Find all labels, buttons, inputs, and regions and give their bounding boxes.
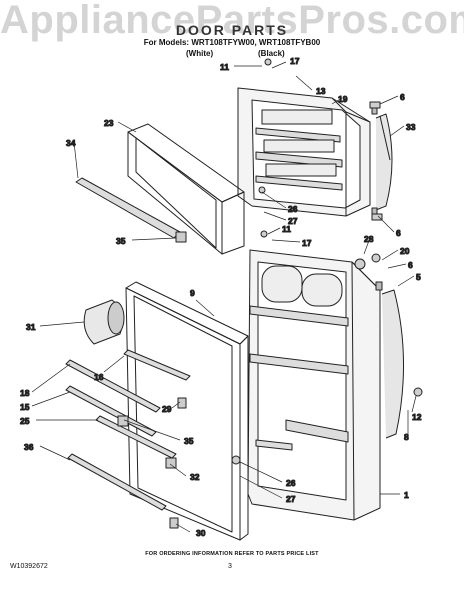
fresh-food-door: [247, 249, 381, 521]
callout-labels: 11 17 13 19 6 33 23 34 26 27 6 35 28 11 …: [20, 56, 423, 539]
callout-34: 34: [66, 138, 76, 148]
callout-6-top: 6: [400, 92, 405, 102]
callout-17-top: 17: [290, 56, 300, 66]
leader-lines: [31, 61, 417, 533]
callout-30: 30: [196, 528, 206, 538]
callout-6-lower: 6: [408, 260, 413, 270]
fresh-food-handle: [375, 281, 405, 439]
callout-11-mid: 11: [282, 224, 291, 234]
callout-9: 9: [190, 288, 195, 298]
freezer-handle: [371, 105, 393, 217]
dairy-door: [83, 299, 125, 345]
callout-35-bottom: 35: [184, 436, 194, 446]
callout-15: 15: [20, 402, 30, 412]
callout-19: 19: [338, 94, 348, 104]
callout-32: 32: [190, 472, 200, 482]
callout-27-bottom: 27: [286, 494, 296, 504]
callout-6-mid: 6: [396, 228, 401, 238]
callout-11-top: 11: [220, 62, 229, 72]
callout-20: 20: [400, 246, 410, 256]
color-black-label: (Black): [258, 49, 285, 58]
door-shelf-bars: [65, 349, 191, 529]
fresh-food-gasket: [125, 281, 249, 541]
watermark: AppliancePartsPros.com: [0, 0, 464, 42]
callout-29: 29: [162, 404, 172, 414]
freezer-door: [237, 87, 371, 217]
freezer-shelf-bar: [75, 177, 187, 243]
callout-23: 23: [104, 118, 114, 128]
callout-1: 1: [404, 490, 409, 500]
callout-25: 25: [20, 416, 30, 426]
callout-31: 31: [26, 322, 36, 332]
hinges-and-hardware: [231, 58, 423, 465]
callout-26-bottom: 26: [286, 478, 296, 488]
page-number: 3: [228, 563, 232, 570]
callout-12: 12: [412, 412, 422, 422]
callout-18: 18: [20, 388, 30, 398]
freezer-gasket: [127, 123, 245, 255]
callout-26-top: 26: [288, 204, 298, 214]
diagram-title: DOOR PARTS: [175, 22, 289, 38]
callout-33: 33: [406, 122, 416, 132]
callout-16: 16: [94, 372, 104, 382]
callout-35-top: 35: [116, 236, 126, 246]
callout-17-mid: 17: [302, 238, 312, 248]
callout-8: 8: [404, 432, 409, 442]
callout-13: 13: [316, 86, 326, 96]
callout-5: 5: [416, 272, 421, 282]
callout-27-top: 27: [288, 216, 298, 226]
document-number: W10392672: [10, 563, 48, 570]
callout-36: 36: [24, 442, 34, 452]
color-white-label: (White): [186, 49, 214, 58]
model-numbers: For Models: WRT108TFYW00, WRT108TFYB00: [143, 38, 321, 47]
callout-28: 28: [364, 234, 374, 244]
ordering-note: FOR ORDERING INFORMATION REFER TO PARTS …: [145, 551, 319, 557]
